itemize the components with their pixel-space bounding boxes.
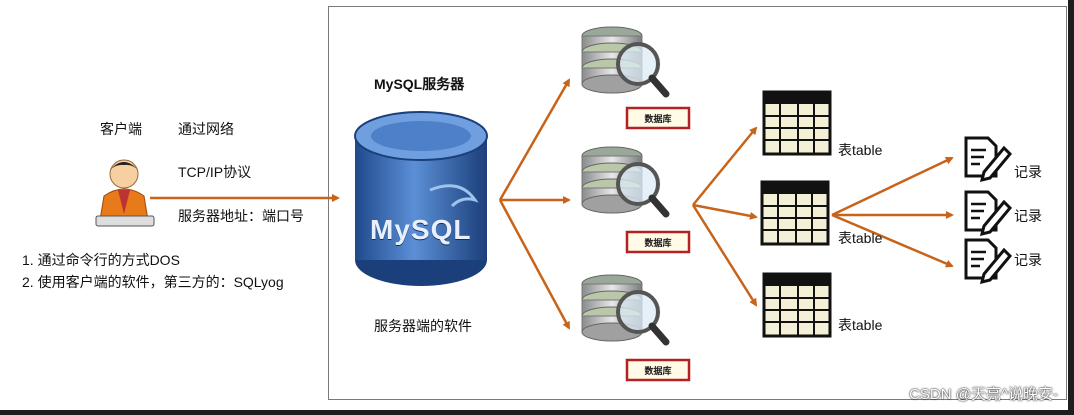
server-software-label: 服务器端的软件 (374, 318, 472, 334)
record-document-icon-1 (964, 136, 1012, 182)
table-icon-2 (760, 180, 830, 246)
table-label-1: 表table (838, 142, 883, 158)
database-search-icon-3 (582, 275, 666, 342)
database-tag-1: 数据库 (625, 106, 691, 130)
network-label: 通过网络 (178, 121, 234, 137)
record-label-2: 记录 (1014, 208, 1042, 224)
table-icon-3 (762, 272, 832, 338)
svg-text:数据库: 数据库 (644, 237, 671, 248)
server-to-database-arrows (498, 78, 571, 330)
client-option-1: 1. 通过命令行的方式DOS (22, 252, 180, 268)
database-search-icon-2 (582, 147, 666, 214)
client-title: 客户端 (100, 121, 142, 137)
table-label-3: 表table (838, 317, 883, 333)
record-label-3: 记录 (1014, 252, 1042, 268)
server-title: MySQL服务器 (374, 76, 465, 92)
database-server-icon (354, 111, 488, 286)
record-document-icon-3 (964, 238, 1012, 284)
database-tag-2: 数据库 (625, 230, 691, 254)
server-boundary-frame (328, 6, 1067, 400)
svg-text:数据库: 数据库 (644, 365, 671, 376)
table-label-2: 表table (838, 230, 883, 246)
table-icon-1 (762, 90, 832, 156)
client-option-2: 2. 使用客户端的软件，第三方的：SQLyog (22, 274, 284, 290)
database-to-table-arrows (691, 126, 758, 307)
svg-text:数据库: 数据库 (644, 113, 671, 124)
record-document-icon-2 (964, 190, 1012, 236)
database-tag-3: 数据库 (625, 358, 691, 382)
mysql-logo: MySQL (370, 214, 472, 245)
database-search-icon-1 (582, 27, 666, 94)
watermark: CSDN @天亮^说晚安- (909, 386, 1058, 403)
user-icon (95, 159, 155, 227)
protocol-label: TCP/IP协议 (178, 164, 252, 180)
record-label-1: 记录 (1014, 164, 1042, 180)
table-to-record-arrows (831, 156, 954, 268)
server-address-label: 服务器地址：端口号 (178, 208, 304, 224)
